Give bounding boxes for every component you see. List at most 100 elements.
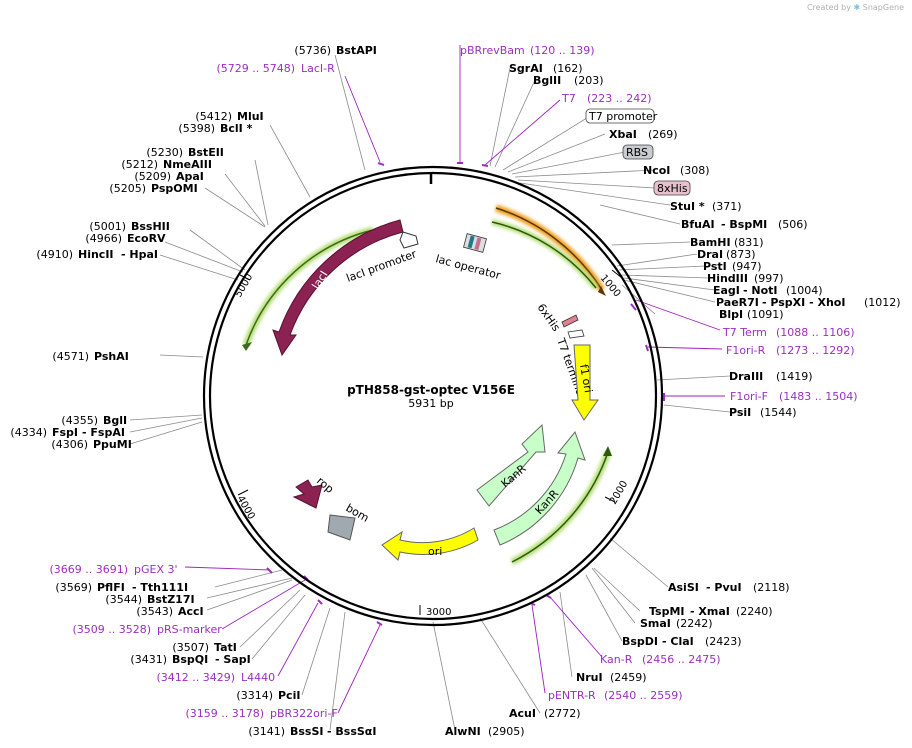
bsshii-name: BssHII <box>131 220 170 233</box>
pspomi-name: PspOMI <box>151 182 198 195</box>
l4440-name: L4440 <box>241 671 275 684</box>
ppumi-pos: (4306) <box>51 438 88 451</box>
prs-marker-name: pRS-marker <box>157 623 222 636</box>
snapgene-credit: Created by ✱ SnapGene <box>807 3 904 12</box>
ppumi-name: PpuMI <box>93 438 132 451</box>
blpi-pos: (1091) <box>747 308 784 321</box>
tth111i-name: - Tth111I <box>132 581 188 594</box>
hindiii-name: HindIII <box>707 272 748 285</box>
backbone <box>202 165 664 627</box>
draiii-name: DraIII <box>729 370 763 383</box>
pbr322ori-f-range: (3159 .. 3178) <box>185 707 264 720</box>
credit-text: Created by <box>806 3 851 12</box>
snapgene-logo-icon: ✱ <box>853 3 861 12</box>
bglii-name: BglII <box>533 74 561 87</box>
kan-r-name: Kan-R <box>600 653 633 666</box>
bfuai-pos: (506) <box>778 218 808 231</box>
stui-name: StuI * <box>670 200 705 213</box>
fspai-name: - FspAI <box>82 426 125 439</box>
laci-arrow <box>272 219 404 357</box>
pbrrevbam-name: pBRrevBam <box>460 44 525 57</box>
nrui-pos: (2459) <box>610 671 647 684</box>
laci-r-name: LacI-R <box>301 62 335 75</box>
lac-operator-label: lac operator <box>434 252 502 282</box>
f1ori-f-name: F1ori-F <box>730 390 768 403</box>
noti-name: - NotI <box>743 284 778 297</box>
pentr-r-range: (2540 .. 2559) <box>604 689 683 702</box>
bspmi-name: - BspMI <box>721 218 767 231</box>
bstapi-name: BstAPI <box>336 44 377 57</box>
bsssai-name: - BssSαI <box>327 725 376 738</box>
psii-name: PsiI <box>729 406 751 419</box>
tick-2000: 2000 <box>608 479 630 507</box>
apai-name: ApaI <box>176 170 204 183</box>
left-labels: (5736) BstAPI (5729 .. 5748) LacI-R (541… <box>10 44 376 738</box>
ncoi-name: NcoI <box>643 164 670 177</box>
tick-5000: 5000 <box>233 272 255 300</box>
hincii-pos: (4910) <box>36 248 73 261</box>
credit-brand: SnapGene <box>862 3 904 12</box>
laci-promoter-arrow <box>399 231 419 249</box>
sgrai-pos: (162) <box>553 62 583 75</box>
prs-marker-range: (3509 .. 3528) <box>72 623 151 636</box>
nrui-name: NruI <box>576 671 603 684</box>
bgli-pos: (4355) <box>61 414 98 427</box>
bgli-name: BglI <box>103 414 127 427</box>
f1ori-r-name: F1ori-R <box>726 344 766 357</box>
smai-pos: (2242) <box>676 617 713 630</box>
paer7i-pos: (1012) <box>864 296 901 309</box>
feature-arcs <box>242 204 612 566</box>
t7-name: T7 <box>561 92 576 105</box>
apai-pos: (5209) <box>134 170 171 183</box>
acui-pos: (2772) <box>544 707 581 720</box>
pcii-name: PciI <box>278 689 300 702</box>
plasmid-size: 5931 bp <box>408 397 453 410</box>
tick-3000: 3000 <box>426 607 451 618</box>
smai-name: SmaI <box>640 617 671 630</box>
fspi-pos: (4334) <box>10 426 47 439</box>
tati-name: TatI <box>214 641 237 654</box>
rbs-box <box>622 144 654 160</box>
xmai-name: - XmaI <box>690 605 730 618</box>
pgex3-range: (3669 .. 3691) <box>49 563 128 576</box>
alwni-name: AlwNI <box>445 725 481 738</box>
plasmid-name: pTH858-gst-optec V156E <box>347 383 515 397</box>
bsteii-name: BstEII <box>188 146 224 159</box>
kanr-arrow-1 <box>476 423 546 507</box>
his6-label: 6xHis <box>535 301 563 334</box>
bglii-pos: (203) <box>574 74 604 87</box>
bspdi-name: BspDI <box>622 635 658 648</box>
asisi-name: AsiSI <box>668 581 699 594</box>
tspmi-pos: (2240) <box>736 605 773 618</box>
drai-pos: (873) <box>726 248 756 261</box>
draiii-pos: (1419) <box>776 370 813 383</box>
asisi-pos: (2118) <box>753 581 790 594</box>
pshai-pos: (4571) <box>52 350 89 363</box>
ori-arrow <box>381 527 479 561</box>
bstz17i-pos: (3544) <box>105 593 142 606</box>
psti-pos: (947) <box>732 260 762 273</box>
bsteii-pos: (5230) <box>146 146 183 159</box>
nmeaiii-pos: (5212) <box>121 158 158 171</box>
pbrrevbam-range: (120 .. 139) <box>530 44 595 57</box>
his6-mark <box>561 314 585 339</box>
bsshii-pos: (5001) <box>89 220 126 233</box>
hindiii-pos: (997) <box>754 272 784 285</box>
bspqi-pos: (3431) <box>130 653 167 666</box>
his8-box <box>653 180 691 196</box>
bstapi-pos: (5736) <box>294 44 331 57</box>
bcli-name: BclI * <box>220 122 253 135</box>
pspxi-xhoi-name: - PspXI - XhoI <box>762 296 845 309</box>
drai-name: DraI <box>697 248 723 261</box>
eagi-name: EagI <box>713 284 740 297</box>
pflfi-pos: (3569) <box>55 581 92 594</box>
xbai-name: XbaI <box>609 128 637 141</box>
blpi-name: BlpI <box>719 308 743 321</box>
pcii-pos: (3314) <box>236 689 273 702</box>
acci-pos: (3543) <box>136 605 173 618</box>
hincii-name: HincII <box>78 248 114 261</box>
eagi-pos: (1004) <box>786 284 823 297</box>
lac-operator-mark <box>463 233 487 253</box>
sapi-name: - SapI <box>215 653 251 666</box>
f1-ori-arrow <box>571 344 599 421</box>
